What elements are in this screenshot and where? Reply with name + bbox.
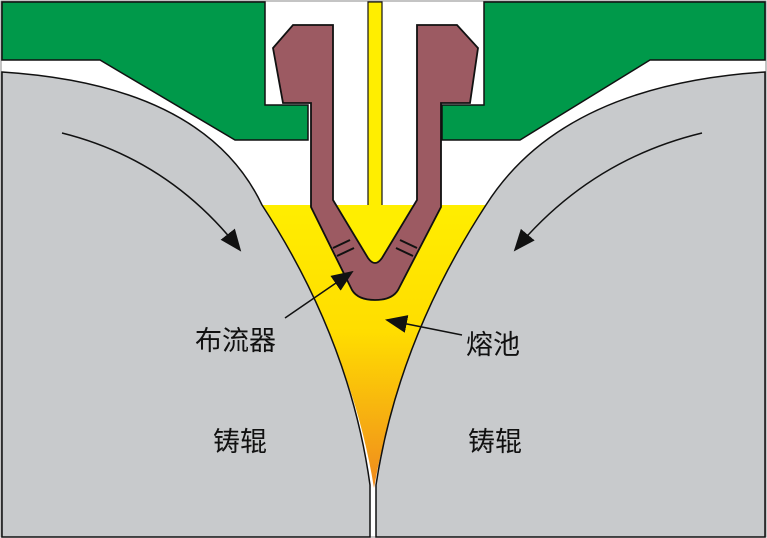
- rotation-arrow-left: [61, 132, 242, 252]
- melt-pool: [258, 205, 488, 488]
- label-roll-left: 铸辊: [213, 427, 267, 458]
- feed-channel: [367, 1, 383, 208]
- pointer-melt-pool: [385, 315, 463, 336]
- pointer-distributor: [284, 270, 354, 319]
- casting-roll-right: [375, 71, 766, 538]
- rotation-arrow-right: [513, 132, 703, 252]
- side-dam-right: [441, 1, 766, 141]
- label-roll-right: 铸辊: [468, 427, 522, 458]
- side-dam-left: [1, 1, 309, 141]
- flow-distributor-nozzle: [272, 24, 479, 301]
- casting-roll-left: [1, 71, 371, 538]
- label-distributor: 布流器: [195, 326, 276, 357]
- label-melt-pool: 熔池: [466, 330, 520, 361]
